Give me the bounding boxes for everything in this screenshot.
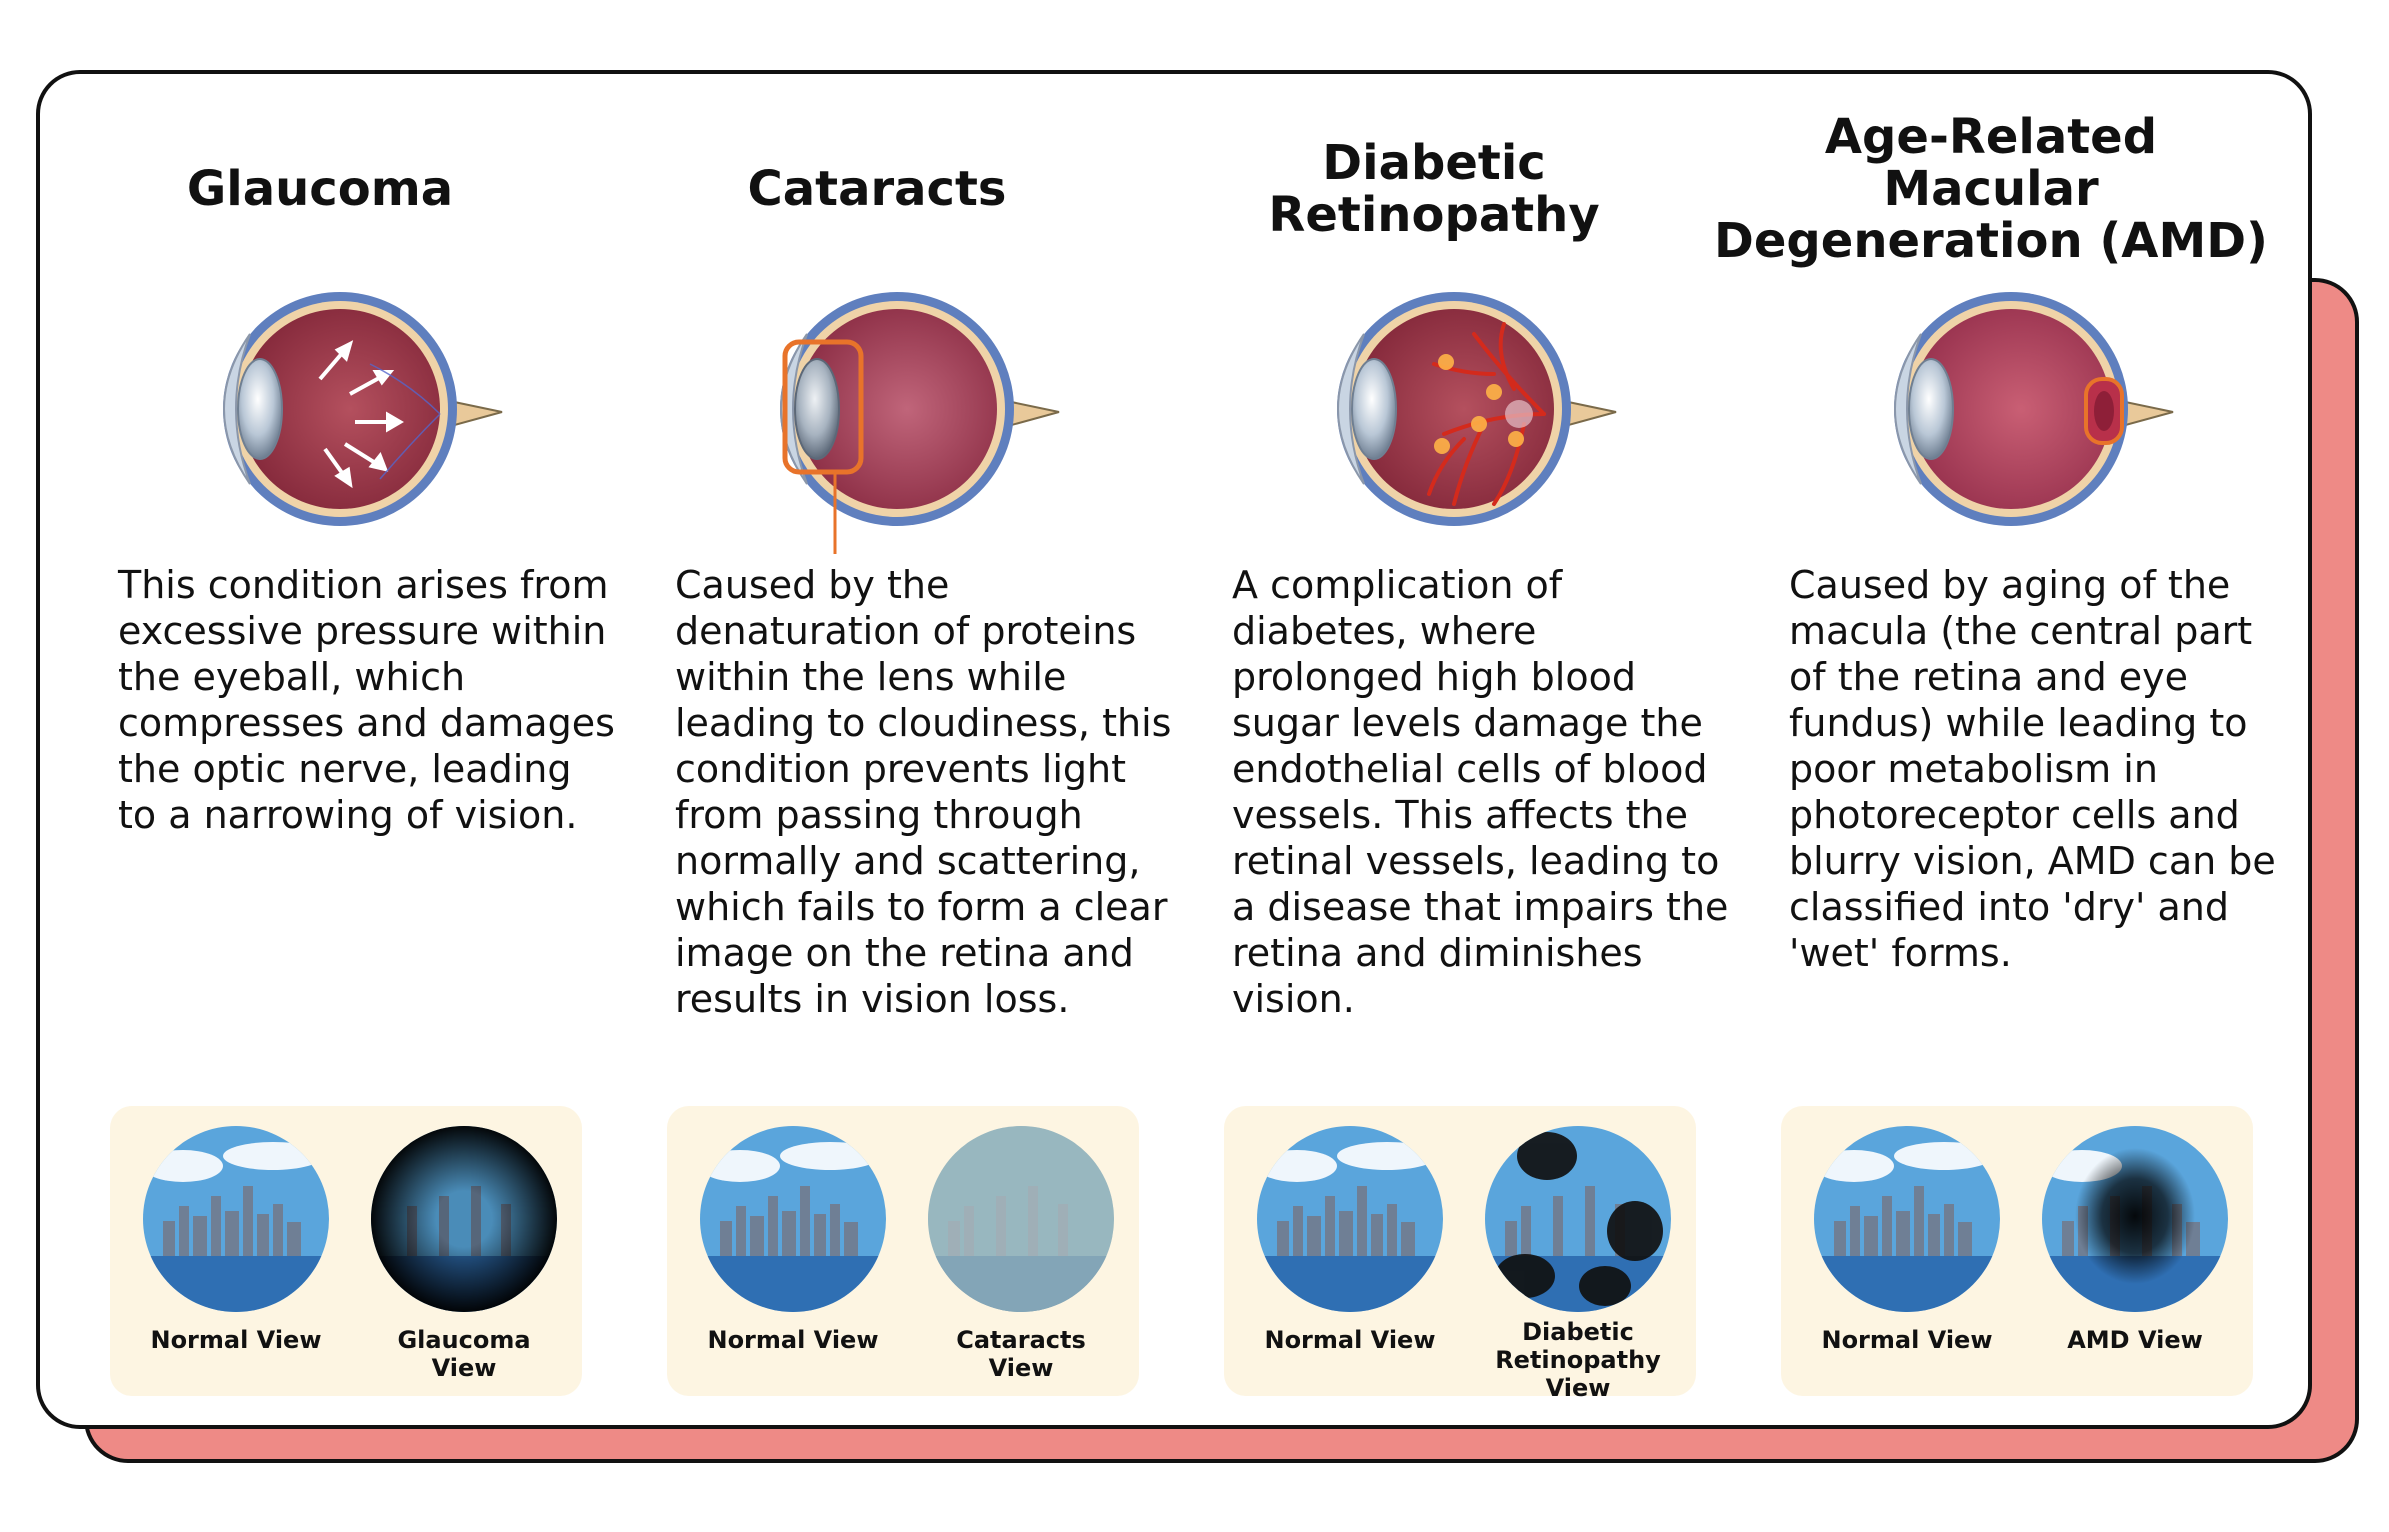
normal-view-label: Normal View: [1264, 1326, 1436, 1354]
normal-view: Normal View: [1250, 1126, 1450, 1354]
diabetic-retinopathy-view-image: [1485, 1126, 1671, 1312]
condition-description: This condition arises from excessive pre…: [118, 563, 615, 837]
amd-view-image: [2042, 1126, 2228, 1312]
vision-comparison-panel: Normal View: [1224, 1106, 1696, 1402]
condition-title: Age-Related Macular Degeneration (AMD): [1714, 109, 2268, 269]
normal-view: Normal View: [136, 1126, 336, 1354]
cataracts-view-image: [928, 1126, 1114, 1312]
condition-description: Caused by aging of the macula (the centr…: [1789, 563, 2276, 975]
normal-view-label: Normal View: [150, 1326, 322, 1354]
affected-view: AMD View: [2035, 1126, 2235, 1354]
condition-amd: Age-Related Macular Degeneration (AMD): [1711, 74, 2276, 1425]
vision-comparison-panel: Normal View: [1781, 1106, 2253, 1396]
normal-view: Normal View: [693, 1126, 893, 1354]
normal-view-label: Normal View: [1821, 1326, 1993, 1354]
glaucoma-view-image: [371, 1126, 557, 1312]
condition-title: Glaucoma: [186, 161, 454, 217]
affected-view-label: Glaucoma View: [397, 1326, 531, 1382]
affected-view-label: AMD View: [2067, 1326, 2203, 1354]
cataracts-eye-illustration: [667, 264, 1087, 554]
normal-view-image: [1814, 1126, 2000, 1312]
vision-comparison-panel: Normal View: [110, 1106, 582, 1396]
diabetic-retinopathy-eye-illustration: [1224, 264, 1644, 554]
condition-title: Cataracts: [747, 161, 1007, 217]
affected-view-label: Cataracts View: [956, 1326, 1086, 1382]
glaucoma-eye-illustration: [110, 264, 530, 554]
normal-view: Normal View: [1807, 1126, 2007, 1354]
normal-view-label: Normal View: [707, 1326, 879, 1354]
main-card: Glaucoma: [36, 70, 2312, 1429]
normal-view-image: [1257, 1126, 1443, 1312]
condition-description: Caused by the denaturation of proteins w…: [675, 563, 1172, 1021]
normal-view-image: [143, 1126, 329, 1312]
affected-view: Diabetic Retinopathy View: [1478, 1126, 1678, 1402]
vision-comparison-panel: Normal View Cataracts View: [667, 1106, 1139, 1396]
condition-title: Diabetic Retinopathy: [1268, 135, 1600, 243]
condition-cataracts: Cataracts Ca: [597, 74, 1171, 1425]
affected-view-label: Diabetic Retinopathy View: [1495, 1318, 1661, 1402]
affected-view: Glaucoma View: [364, 1126, 564, 1382]
condition-description: A complication of diabetes, where prolon…: [1232, 563, 1729, 1021]
condition-glaucoma: Glaucoma: [40, 74, 615, 1425]
affected-view: Cataracts View: [921, 1126, 1121, 1382]
amd-eye-illustration: [1781, 264, 2201, 554]
condition-diabetic-retinopathy: Diabetic Retinopathy: [1154, 74, 1728, 1425]
normal-view-image: [700, 1126, 886, 1312]
